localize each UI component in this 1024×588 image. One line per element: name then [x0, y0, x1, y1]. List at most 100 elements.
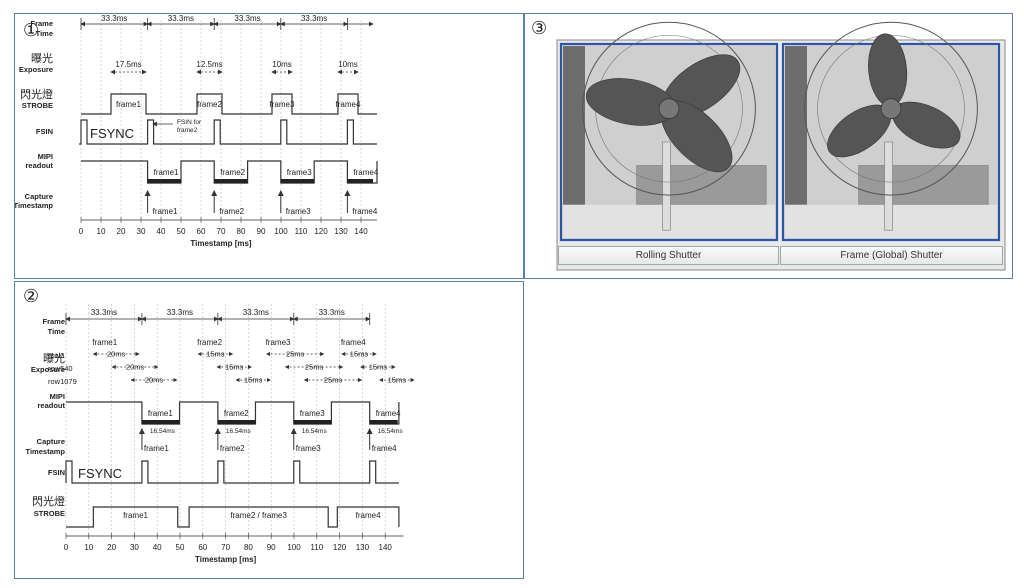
row-label: row1079 — [48, 377, 77, 386]
mipi-frame-label: frame2 — [220, 168, 245, 177]
capture-frame-label: frame1 — [153, 207, 178, 216]
capture-label: Capture — [37, 437, 65, 446]
axis-tick-label: 120 — [333, 543, 347, 552]
exposure-zh-label: 曝光 — [31, 51, 53, 65]
capture-frame-label: frame4 — [352, 207, 377, 216]
axis-tick-label: 140 — [379, 543, 393, 552]
exposure-duration-label: 20ms — [126, 363, 145, 372]
panel-number: ① — [23, 20, 39, 40]
capture-label: Timestamp — [15, 201, 53, 210]
capture-frame-label: frame3 — [286, 207, 311, 216]
fan-cage — [582, 21, 756, 196]
frame-period-label: 33.3ms — [243, 308, 269, 317]
readout-bar — [214, 179, 248, 184]
photo-dark-edge — [785, 46, 807, 238]
axis-tick-label: 60 — [198, 543, 207, 552]
panel-number: ③ — [531, 18, 547, 38]
axis-tick-label: 10 — [97, 227, 106, 236]
exposure-duration-label: 15ms — [225, 363, 244, 372]
fan-cage — [804, 21, 978, 196]
axis-tick-label: 120 — [314, 227, 328, 236]
axis-tick-label: 50 — [177, 227, 186, 236]
capture-label: Timestamp — [26, 447, 66, 456]
readout-duration-label: 16.54ms — [378, 428, 404, 435]
exposure-label: Exposure — [31, 365, 65, 374]
exposure-duration-label: 10ms — [338, 60, 358, 69]
axis-tick-label: 10 — [84, 543, 93, 552]
axis-tick-label: 100 — [287, 543, 301, 552]
exposure-duration-label: 15ms — [350, 350, 369, 359]
axis-tick-label: 0 — [64, 543, 69, 552]
fsync-label: FSYNC — [78, 466, 122, 481]
strobe-frame-label: frame4 — [356, 511, 381, 520]
mipi-frame-label: frame1 — [154, 168, 179, 177]
frame-time-label: Frame — [30, 19, 53, 28]
fan-blades — [827, 33, 961, 158]
fan-blades — [585, 54, 741, 172]
frame-period-label: 33.3ms — [319, 308, 345, 317]
exposure-duration-label: 25ms — [286, 350, 305, 359]
mipi-frame-label: frame1 — [148, 409, 173, 418]
axis-tick-label: 40 — [153, 543, 162, 552]
exposure-zh-label: 曝光 — [43, 351, 65, 365]
exposure-duration-label: 15ms — [244, 376, 263, 385]
strobe-label: STROBE — [34, 509, 65, 518]
axis-tick-label: 110 — [310, 543, 323, 552]
strobe-label: STROBE — [22, 101, 53, 110]
capture-frame-label: frame2 — [219, 207, 244, 216]
mipi-label: readout — [37, 401, 65, 410]
mipi-label: readout — [25, 161, 53, 170]
strobe-zh-label: 閃光燈 — [20, 87, 53, 101]
mipi-frame-label: frame4 — [376, 409, 401, 418]
exposure-duration-label: 10ms — [272, 60, 292, 69]
row-label: row0 — [48, 351, 64, 360]
frame-period-label: 33.3ms — [101, 14, 127, 23]
panel-3-shutter-comparison: ③ Rolling Shutter Frame (Global) Shutter — [524, 13, 1013, 279]
fsin-note: FSIN for — [177, 119, 202, 126]
fsin-note: frame2 — [177, 127, 198, 134]
strobe-frame-label: frame1 — [123, 511, 148, 520]
readout-duration-label: 16.54ms — [302, 428, 328, 435]
fan-stand — [662, 141, 671, 231]
axis-tick-label: 0 — [79, 227, 84, 236]
exposure-duration-label: 12.5ms — [196, 60, 222, 69]
axis-tick-label: 40 — [157, 227, 166, 236]
exposure-duration-label: 15ms — [206, 350, 225, 359]
capture-frame-label: frame2 — [220, 444, 245, 453]
exposure-duration-label: 20ms — [107, 350, 126, 359]
readout-bar — [280, 179, 315, 184]
capture-frame-label: frame3 — [296, 444, 321, 453]
axis-tick-label: 20 — [107, 543, 116, 552]
axis-tick-label: 130 — [334, 227, 348, 236]
strobe-frame-label: frame3 — [270, 100, 295, 109]
strobe-frame-label: frame1 — [116, 100, 141, 109]
exposure-duration-label: 20ms — [145, 376, 164, 385]
fsin-signal — [65, 460, 399, 484]
mipi-frame-label: frame3 — [300, 409, 325, 418]
frame-time-label: Time — [36, 29, 53, 38]
axis-tick-label: 90 — [267, 543, 276, 552]
axis-tick-label: 50 — [176, 543, 185, 552]
frame-period-label: 33.3ms — [167, 308, 193, 317]
strobe-signal — [81, 93, 377, 115]
strobe-frame-label: frame2 / frame3 — [230, 511, 287, 520]
frame-period-label: 33.3ms — [91, 308, 117, 317]
axis-tick-label: 80 — [237, 227, 246, 236]
axis-tick-label: 60 — [197, 227, 206, 236]
exposure-frame-label: frame1 — [92, 338, 117, 347]
axis-label: Timestamp [ms] — [190, 239, 252, 248]
strobe-frame-label: frame2 — [197, 100, 222, 109]
fan-hub — [658, 98, 680, 120]
exposure-duration-label: 25ms — [324, 376, 343, 385]
panel-3-photos: ③ — [531, 18, 1006, 271]
exposure-frame-label: frame4 — [341, 338, 366, 347]
readout-bar — [293, 420, 332, 425]
capture-frame-label: frame1 — [144, 444, 169, 453]
capture-frame-label: frame4 — [372, 444, 397, 453]
axis-tick-label: 110 — [295, 227, 308, 236]
axis-tick-label: 70 — [221, 543, 230, 552]
axis-tick-label: 90 — [257, 227, 266, 236]
exposure-frame-label: frame2 — [197, 338, 222, 347]
